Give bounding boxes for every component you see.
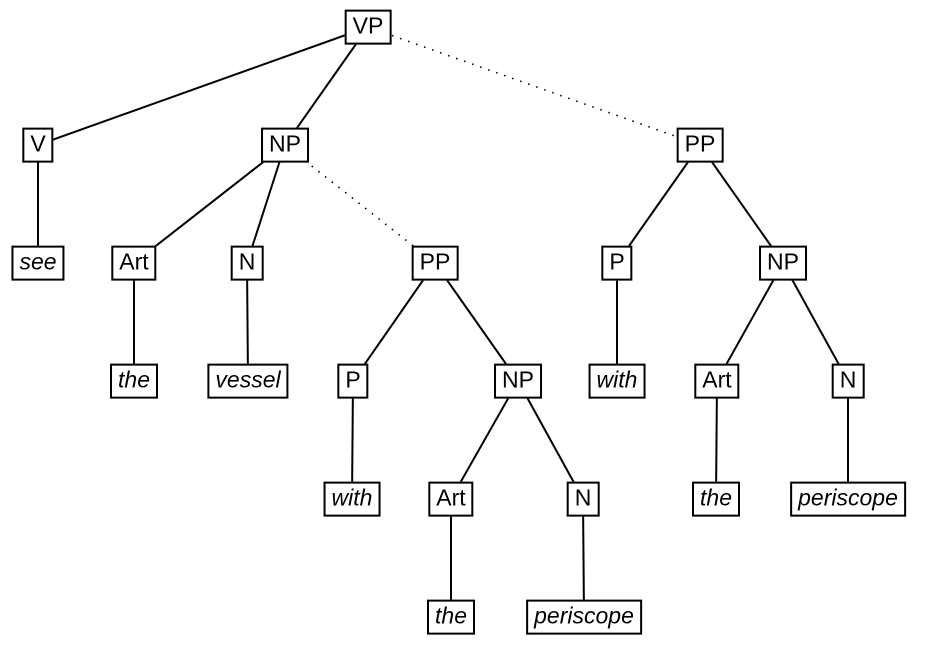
tree-node-p1: P: [337, 363, 369, 399]
edge-vp-pp2-dotted: [367, 26, 701, 146]
edge-pp2-np2: [699, 144, 784, 264]
tree-node-np2: NP: [759, 245, 807, 281]
tree-node-v: V: [22, 127, 54, 163]
edge-pp1-p1: [352, 262, 436, 382]
edge-np1-art1: [133, 144, 286, 264]
edge-np2-n2: [782, 262, 849, 382]
tree-node-vp: VP: [344, 9, 392, 45]
tree-node-art2: Art: [694, 363, 740, 399]
tree-node-art1: Art: [111, 245, 157, 281]
edge-art2-the2: [715, 380, 718, 500]
edge-np3-n3: [517, 380, 584, 500]
tree-node-the2: the: [692, 481, 740, 517]
tree-node-p2: P: [601, 245, 633, 281]
tree-node-periscope2: periscope: [790, 481, 906, 517]
tree-node-vessel: vessel: [207, 363, 289, 399]
tree-node-art3: Art: [428, 481, 474, 517]
tree-node-n2: N: [831, 363, 865, 399]
tree-node-with2: with: [588, 363, 646, 399]
tree-node-np3: NP: [494, 363, 542, 399]
tree-node-with1: with: [323, 481, 381, 517]
edge-pp1-np3: [434, 262, 519, 382]
tree-node-pp2: PP: [676, 127, 724, 163]
tree-node-the1: the: [110, 363, 158, 399]
tree-node-pp1: PP: [411, 245, 459, 281]
tree-node-the3: the: [427, 599, 475, 635]
edge-vp-v: [37, 26, 369, 146]
tree-node-see: see: [11, 245, 65, 281]
tree-node-np1: NP: [261, 127, 309, 163]
edge-pp2-p2: [616, 144, 701, 264]
edge-np3-art3: [450, 380, 519, 500]
tree-node-n1: N: [230, 245, 264, 281]
edge-n1-vessel: [246, 262, 249, 382]
edge-vp-np1: [284, 26, 369, 146]
edge-n3-periscope1: [582, 498, 585, 618]
edge-p1-with1: [351, 380, 354, 500]
tree-node-n3: N: [566, 481, 600, 517]
edge-np1-n1: [246, 144, 286, 264]
edge-np2-art2: [716, 262, 784, 382]
tree-node-periscope1: periscope: [526, 599, 642, 635]
